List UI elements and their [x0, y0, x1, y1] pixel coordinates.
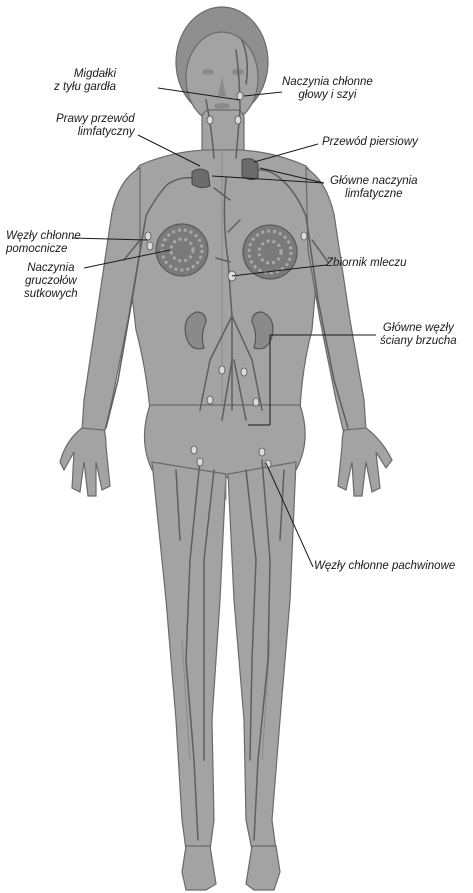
label-naczynia-glowy-line2: głowy i szyi — [282, 89, 373, 102]
label-prawy-przewod: Prawy przewód limfatyczny — [56, 113, 135, 139]
label-naczynia-glowy-line1: Naczynia chłonne — [282, 76, 373, 89]
label-naczynia-glowy: Naczynia chłonne głowy i szyi — [282, 76, 373, 102]
label-wezly-brzucha-line1: Główne węzły — [380, 322, 457, 335]
label-wezly-pomocnicze: Węzły chłonne pomocnicze — [6, 230, 81, 256]
label-glowne-naczynia-line1: Główne naczynia — [330, 175, 418, 188]
label-naczynia-gruczolow-line1: Naczynia — [24, 262, 78, 275]
label-naczynia-gruczolow-line3: sutkowych — [24, 288, 78, 301]
label-migdalki-line1: Migdałki — [54, 68, 116, 81]
label-wezly-pachwinowe: Węzły chłonne pachwinowe — [314, 560, 455, 573]
label-prawy-przewod-line1: Prawy przewód — [56, 113, 135, 126]
label-zbiornik-line1: Zbiornik mleczu — [326, 257, 407, 270]
label-przewod-piersiowy-line1: Przewód piersiowy — [322, 136, 418, 149]
label-glowne-naczynia-line2: limfatyczne — [330, 188, 418, 201]
label-prawy-przewod-line2: limfatyczny — [56, 126, 135, 139]
label-zbiornik: Zbiornik mleczu — [326, 257, 407, 270]
label-glowne-naczynia: Główne naczynia limfatyczne — [330, 175, 418, 201]
label-przewod-piersiowy: Przewód piersiowy — [322, 136, 418, 149]
label-naczynia-gruczolow: Naczynia gruczołów sutkowych — [24, 262, 78, 301]
label-naczynia-gruczolow-line2: gruczołów — [24, 275, 78, 288]
label-wezly-brzucha-line2: ściany brzucha — [380, 335, 457, 348]
label-wezly-pomocnicze-line2: pomocnicze — [6, 243, 81, 256]
label-migdalki-line2: z tyłu gardła — [54, 81, 116, 94]
label-wezly-pachwinowe-line1: Węzły chłonne pachwinowe — [314, 560, 455, 573]
label-wezly-pomocnicze-line1: Węzły chłonne — [6, 230, 81, 243]
label-wezly-brzucha: Główne węzły ściany brzucha — [380, 322, 457, 348]
label-migdalki: Migdałki z tyłu gardła — [54, 68, 116, 94]
